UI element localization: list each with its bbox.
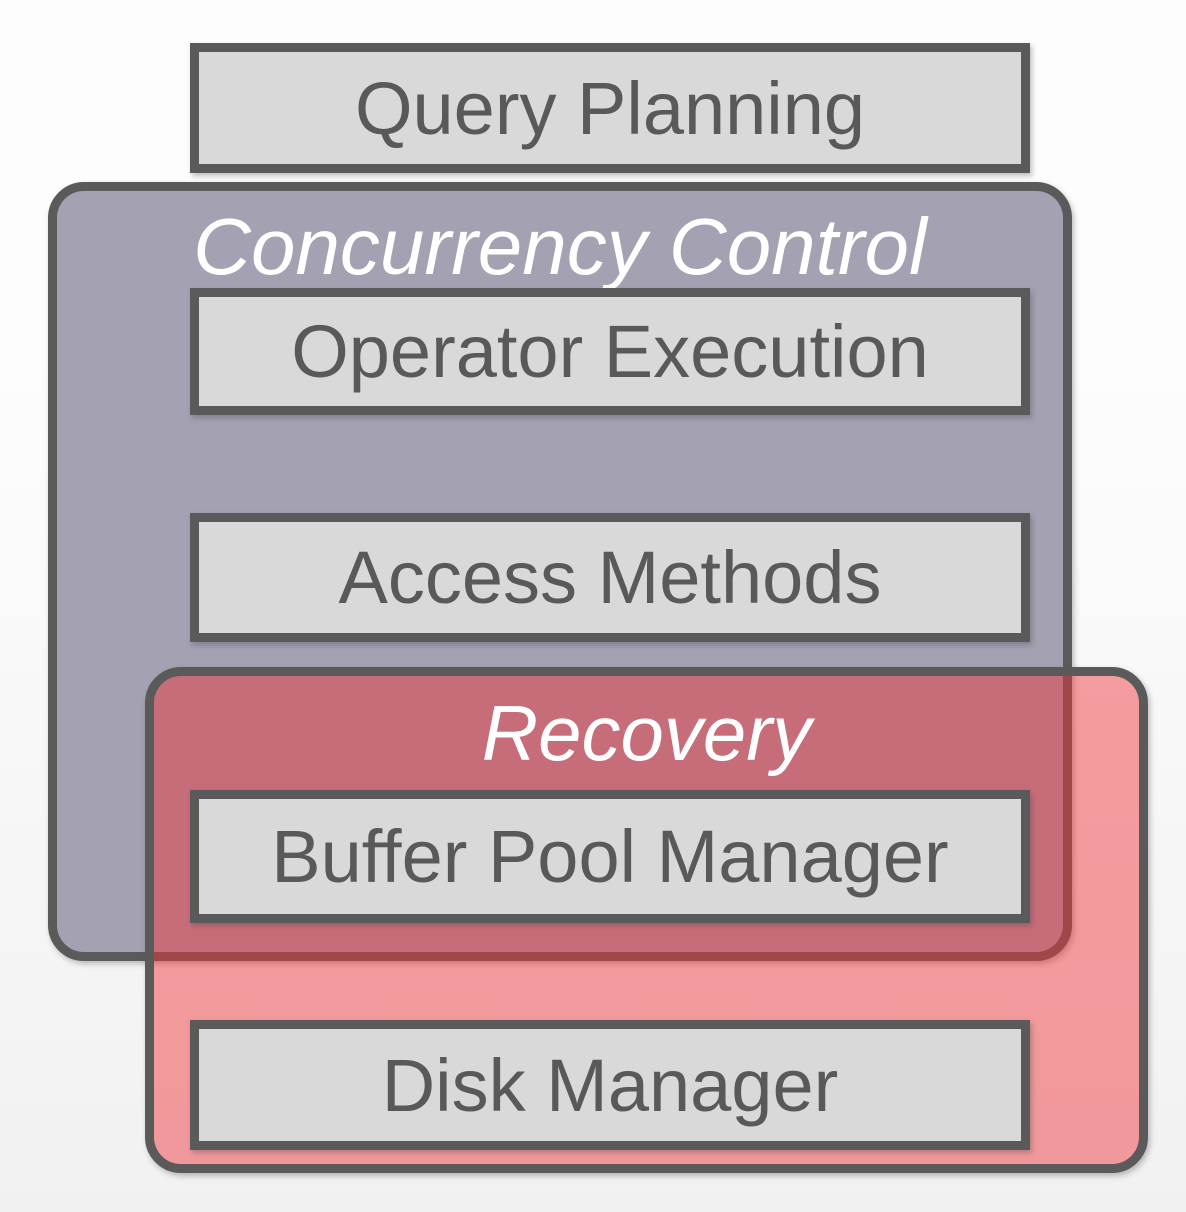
buffer-pool-manager-box: Buffer Pool Manager [190, 790, 1030, 923]
concurrency-control-label: Concurrency Control [193, 202, 927, 291]
query-planning-label: Query Planning [354, 66, 866, 150]
operator-execution-label: Operator Execution [291, 310, 929, 393]
access-methods-label: Access Methods [338, 536, 882, 619]
buffer-pool-manager-label: Buffer Pool Manager [271, 815, 949, 898]
access-methods-box: Access Methods [190, 513, 1030, 642]
recovery-label: Recovery [481, 689, 812, 777]
operator-execution-box: Operator Execution [190, 288, 1030, 415]
disk-manager-box: Disk Manager [190, 1020, 1030, 1150]
disk-manager-label: Disk Manager [381, 1043, 839, 1127]
query-planning-box: Query Planning [190, 43, 1030, 173]
